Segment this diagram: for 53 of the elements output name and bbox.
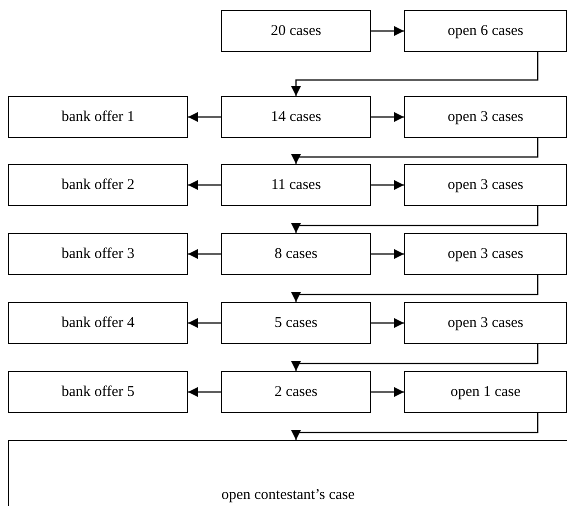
process-box bbox=[404, 371, 567, 413]
process-box bbox=[8, 440, 567, 506]
arrow bbox=[371, 180, 404, 190]
process-box bbox=[404, 164, 567, 206]
process-box bbox=[221, 302, 371, 344]
process-box bbox=[221, 96, 371, 138]
process-box bbox=[8, 302, 188, 344]
process-box bbox=[221, 233, 371, 275]
arrow bbox=[371, 249, 404, 259]
box-label: 11 cases bbox=[271, 176, 321, 194]
box-label: open 3 cases bbox=[448, 314, 524, 332]
arrow bbox=[188, 112, 221, 122]
process-box bbox=[404, 302, 567, 344]
box-label: bank offer 2 bbox=[61, 176, 135, 194]
box-label: bank offer 3 bbox=[61, 246, 135, 262]
process-box bbox=[404, 96, 567, 138]
arrow bbox=[188, 318, 221, 328]
process-box bbox=[404, 10, 567, 52]
box-label: 14 cases bbox=[270, 108, 322, 126]
box-label: 20 cases bbox=[270, 22, 322, 40]
process-box bbox=[8, 233, 188, 275]
box-label: 5 cases bbox=[274, 314, 318, 332]
box-label: bank offer 5 bbox=[61, 384, 135, 400]
process-box bbox=[221, 10, 371, 52]
arrow bbox=[188, 180, 221, 190]
arrow bbox=[291, 275, 538, 302]
arrow bbox=[291, 138, 538, 164]
arrow bbox=[291, 206, 538, 233]
box-label: open 3 cases bbox=[448, 108, 524, 126]
box-label: 8 cases bbox=[274, 246, 318, 262]
arrow bbox=[371, 112, 404, 122]
arrow bbox=[371, 26, 404, 36]
arrow bbox=[291, 52, 538, 96]
arrow bbox=[291, 413, 538, 440]
box-label: open contestant’s case bbox=[221, 487, 355, 504]
box-label: open 3 cases bbox=[448, 246, 524, 262]
process-box bbox=[8, 96, 188, 138]
arrow bbox=[371, 318, 404, 328]
process-box bbox=[404, 233, 567, 275]
process-box bbox=[221, 164, 371, 206]
arrow bbox=[291, 344, 538, 371]
box-label: 2 cases bbox=[274, 384, 318, 400]
process-box bbox=[8, 371, 188, 413]
arrow bbox=[371, 387, 404, 397]
box-label: open 6 cases bbox=[448, 22, 524, 40]
process-box bbox=[8, 164, 188, 206]
process-box bbox=[221, 371, 371, 413]
arrow bbox=[188, 249, 221, 259]
box-label: bank offer 4 bbox=[61, 314, 135, 332]
arrow bbox=[188, 387, 221, 397]
box-label: open 3 cases bbox=[448, 176, 524, 194]
box-label: bank offer 1 bbox=[61, 108, 135, 126]
box-label: open 1 case bbox=[450, 384, 520, 400]
